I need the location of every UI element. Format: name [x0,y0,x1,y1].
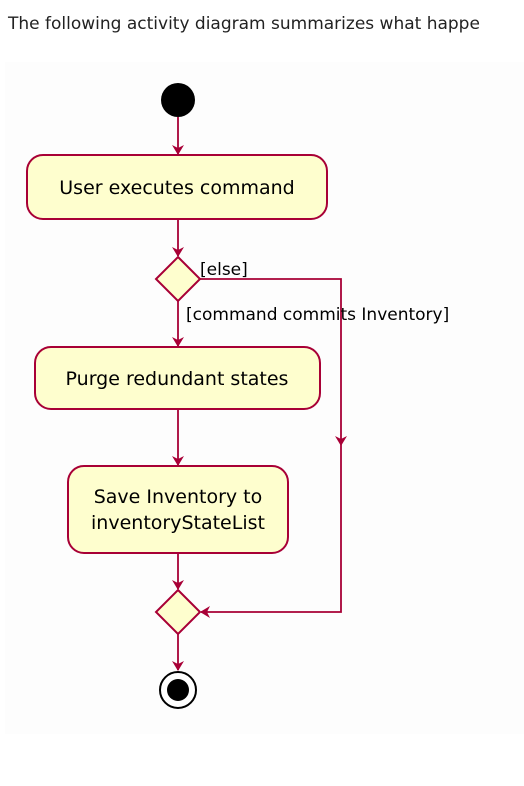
activity-user-executes-label: User executes command [59,177,294,199]
end-node [159,671,197,709]
activity-save-label-line2: inventoryStateList [91,512,265,534]
decision-diamond [154,255,202,303]
activity-purge-label: Purge redundant states [66,368,289,390]
merge-diamond [154,588,202,636]
activity-save-label-line1: Save Inventory to [94,486,263,508]
flow-else-to-merge [200,445,342,618]
flow-else-path [200,278,347,446]
intro-paragraph: The following activity diagram summarize… [8,14,480,34]
activity-save-inventory: Save Inventory to inventoryStateList [67,465,289,554]
activity-purge-redundant-states: Purge redundant states [34,346,321,410]
activity-user-executes-command: User executes command [26,154,328,220]
guard-else-label: [else] [200,260,248,280]
guard-commit-label: [command commits Inventory] [186,305,449,325]
start-node [161,83,195,117]
